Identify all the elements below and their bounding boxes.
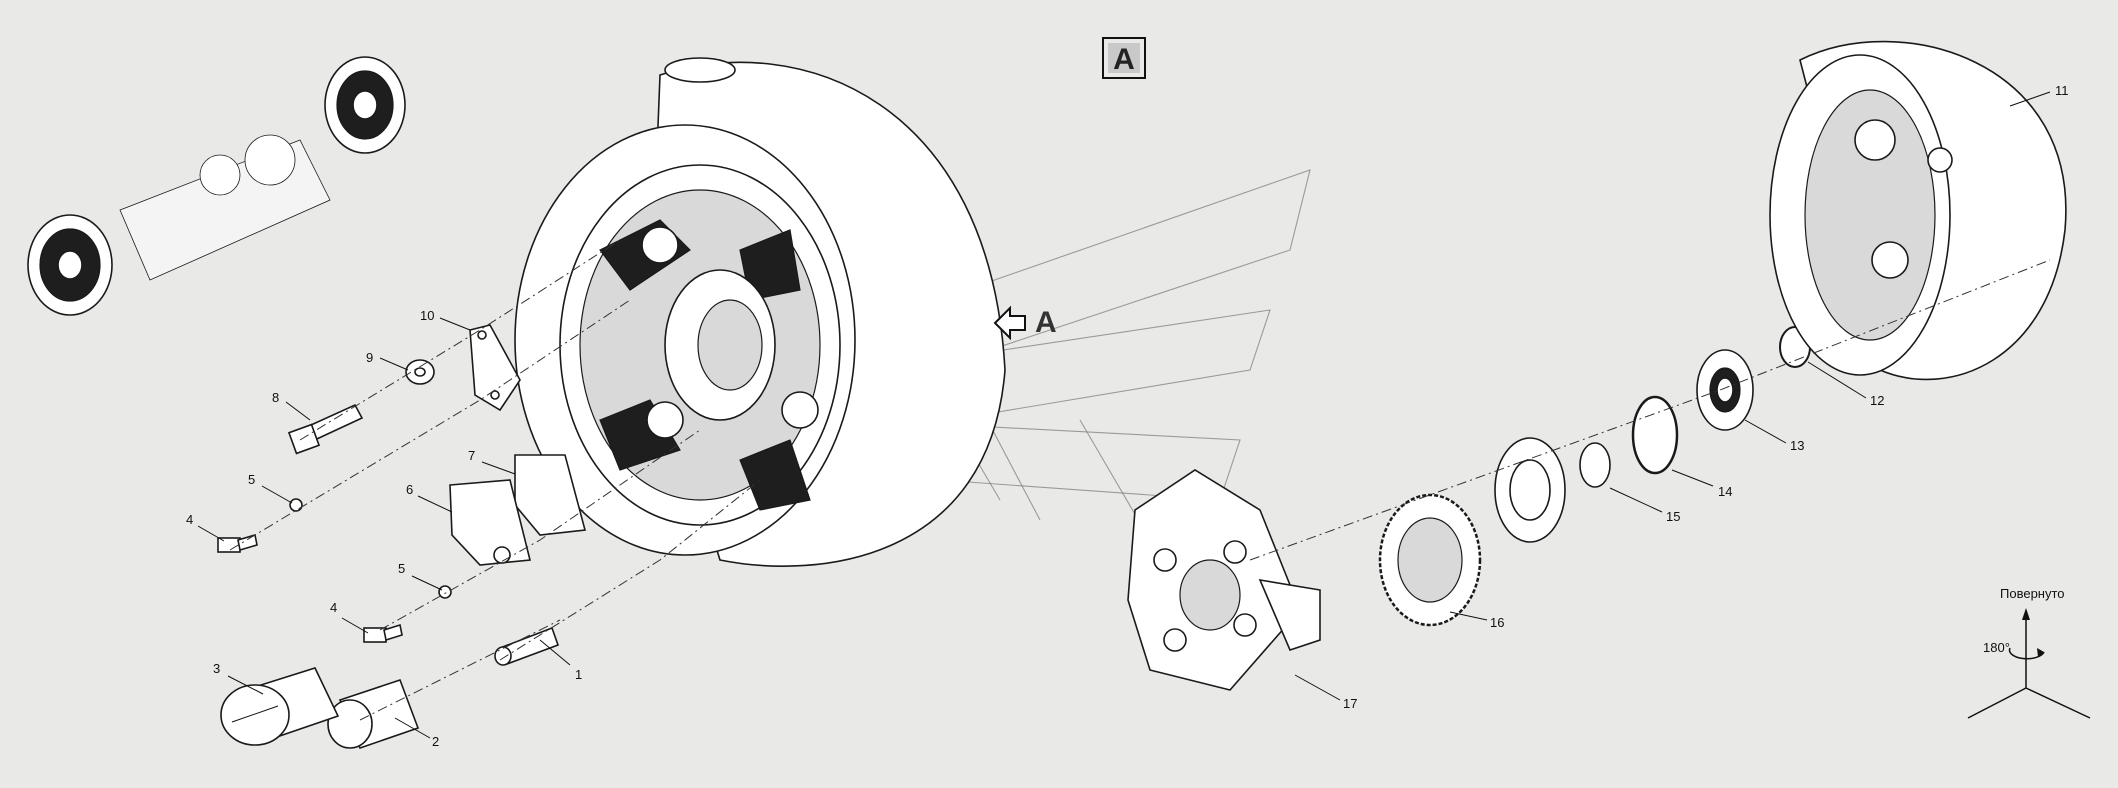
- callout-6: 6: [406, 482, 413, 497]
- callout-7: 7: [468, 448, 475, 463]
- rotation-note-text: Повернуто: [2000, 586, 2065, 601]
- callout-12: 12: [1870, 393, 1884, 408]
- nut-5-lower: [438, 585, 452, 599]
- callout-10: 10: [420, 308, 434, 323]
- callout-8: 8: [272, 390, 279, 405]
- left-parts: [217, 324, 587, 750]
- bolt-4-upper: [217, 537, 241, 553]
- main-hub-housing: [514, 57, 1006, 567]
- callout-5-upper: 5: [248, 472, 255, 487]
- rotation-angle: 180°: [1983, 640, 2010, 655]
- assembly-thumbnail: [27, 56, 406, 316]
- rotation-note: Повернуто 180°: [1967, 586, 2091, 719]
- callout-1: 1: [575, 667, 582, 682]
- callout-15: 15: [1666, 509, 1680, 524]
- callout-3: 3: [213, 661, 220, 676]
- callouts: 1 2 3 4 4 5 5 6 7 8 9 10 11 12 13 14 15: [186, 83, 2069, 749]
- view-label: A: [1113, 43, 1135, 76]
- callout-4-lower: 4: [330, 600, 337, 615]
- plate-7: [514, 454, 587, 536]
- callout-17: 17: [1343, 696, 1357, 711]
- callout-14: 14: [1718, 484, 1732, 499]
- callout-5-lower: 5: [398, 561, 405, 576]
- right-parts: [1127, 40, 2067, 691]
- callout-11: 11: [2055, 83, 2069, 98]
- callout-9: 9: [366, 350, 373, 365]
- callout-13: 13: [1790, 438, 1804, 453]
- oring-14: [1631, 395, 1679, 475]
- hub-pad-4: [739, 439, 811, 511]
- rotate-icon: [2008, 647, 2045, 660]
- callout-16: 16: [1490, 615, 1504, 630]
- view-direction-arrow: A: [993, 305, 1057, 341]
- bolt-4-lower: [363, 627, 387, 643]
- view-label-box: A: [1102, 37, 1146, 79]
- callout-4-upper: 4: [186, 512, 193, 527]
- direction-arrow-label: A: [1035, 306, 1057, 339]
- arrow-left-icon: [993, 305, 1026, 341]
- plate-10: [469, 324, 521, 412]
- callout-2: 2: [432, 734, 439, 749]
- ring-15: [1579, 442, 1611, 488]
- assembly-axes: [229, 239, 2051, 721]
- nut-5-upper: [289, 498, 303, 512]
